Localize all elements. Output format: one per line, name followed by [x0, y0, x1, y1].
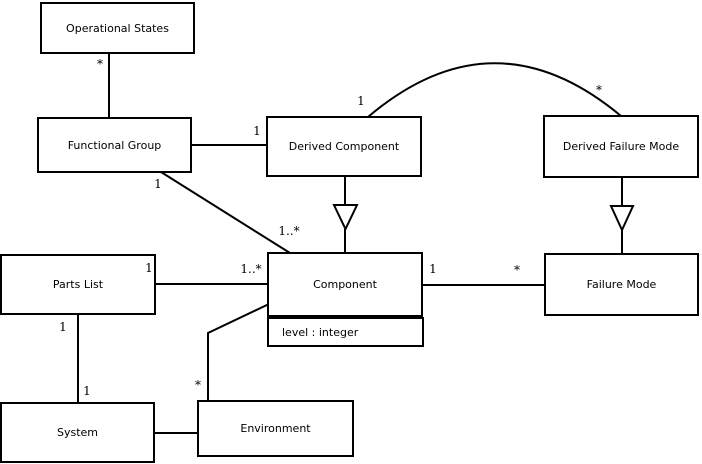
multiplicity-label: * — [514, 263, 520, 277]
generalization-triangle-icon — [609, 205, 635, 233]
class-name-label: Derived Component — [288, 140, 400, 153]
multiplicity-label: * — [97, 57, 103, 71]
class-name-label: System — [56, 426, 99, 439]
multiplicity-label: 1 — [145, 261, 153, 275]
class-derived-component[interactable]: Derived Component — [266, 116, 422, 177]
class-name-label: Parts List — [52, 278, 104, 291]
multiplicity-label: * — [596, 83, 602, 97]
generalization-derived-failure-mode-failure-mode[interactable] — [609, 177, 635, 253]
class-failure-mode[interactable]: Failure Mode — [544, 253, 699, 316]
edge-derived-component-derived-failure-mode-arc[interactable] — [367, 62, 622, 118]
generalization-triangle-icon — [332, 204, 359, 232]
attribute-label: level : integer — [282, 325, 359, 339]
class-operational-states[interactable]: Operational States — [40, 2, 195, 54]
generalization-derived-component-component[interactable] — [332, 176, 359, 252]
multiplicity-label: 1 — [154, 177, 162, 191]
multiplicity-label: 1 — [253, 124, 261, 138]
class-environment[interactable]: Environment — [197, 400, 354, 457]
class-system[interactable]: System — [0, 402, 155, 463]
multiplicity-label: * — [195, 378, 201, 392]
class-parts-list[interactable]: Parts List — [0, 254, 156, 315]
class-name-label: Failure Mode — [586, 278, 657, 291]
class-functional-group[interactable]: Functional Group — [37, 117, 192, 173]
class-component-attribute-compartment[interactable]: level : integer — [267, 317, 424, 347]
multiplicity-label: 1..* — [278, 224, 300, 238]
multiplicity-label: 1 — [357, 94, 365, 108]
edge-component-environment[interactable] — [207, 303, 270, 400]
edge-functional-group-component[interactable] — [160, 171, 291, 254]
multiplicity-label: 1 — [429, 262, 437, 276]
class-name-label: Operational States — [66, 21, 169, 35]
multiplicity-label: 1 — [83, 384, 91, 398]
class-name-label: Functional Group — [67, 138, 162, 152]
class-component[interactable]: Component — [267, 252, 423, 317]
multiplicity-label: 1..* — [240, 262, 262, 276]
class-name-label: Environment — [240, 422, 311, 435]
class-name-label: Derived Failure Mode — [562, 140, 680, 153]
multiplicity-label: 1 — [59, 320, 67, 334]
class-name-label: Component — [313, 278, 377, 291]
class-derived-failure-mode[interactable]: Derived Failure Mode — [543, 115, 699, 178]
